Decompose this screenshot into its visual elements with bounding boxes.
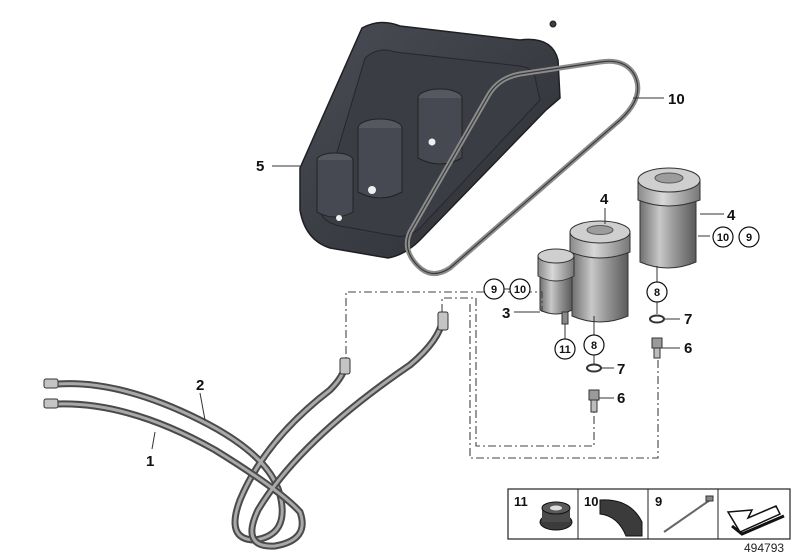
routing-line-2 [441,297,595,447]
legend-item-11: 11 [514,494,528,509]
routing-line-1 [345,291,543,370]
svg-text:8: 8 [591,340,597,352]
callout-reservoir-large: 4 [727,207,736,224]
svg-text:9: 9 [746,232,752,244]
grommet-icon [539,501,573,531]
circled-callout-10-left: 10 [509,278,531,300]
circled-callout-11: 11 [554,338,576,360]
svg-text:11: 11 [559,344,571,356]
svg-text:9: 9 [491,284,497,296]
callout-line-long: 2 [196,377,204,394]
svg-text:8: 8 [654,287,660,299]
circled-callout-8-mid: 8 [583,334,605,356]
callout-nipple-mid: 6 [617,390,625,407]
hose-assembly [43,311,449,550]
legend-item-9: 9 [655,494,662,509]
arrow-icon [726,505,785,536]
callout-grommet-right: 7 [684,311,692,328]
nipple-mid [588,389,600,413]
callout-seal-strip: 10 [668,91,685,108]
reservoir-large [637,167,701,269]
nipple-right [651,337,663,359]
circled-callout-9-left: 9 [483,278,505,300]
grommet-right [649,314,665,324]
circled-callout-8-right: 8 [646,281,668,303]
seal-strip-icon [599,499,643,537]
circled-callout-10-right: 10 [712,226,734,248]
callout-grommet-mid: 7 [617,361,625,378]
reservoir-medium [569,220,631,323]
callout-nipple-right: 6 [684,340,692,357]
storage-housing [299,20,561,259]
cable-tie-icon [663,495,714,533]
reservoir-small [537,248,575,325]
callout-housing: 5 [256,158,264,175]
circled-callout-9-right: 9 [738,226,760,248]
callout-reservoir-medium: 4 [600,191,609,208]
callout-reservoir-small: 3 [502,305,510,322]
legend-box: 11 10 9 [507,488,791,540]
routing-line-3 [469,304,659,459]
document-number: 494793 [744,541,784,555]
svg-text:10: 10 [514,284,526,296]
callout-line-short: 1 [146,453,154,470]
legend-item-10: 10 [584,494,598,509]
svg-text:10: 10 [717,232,729,244]
grommet-mid [586,363,602,373]
